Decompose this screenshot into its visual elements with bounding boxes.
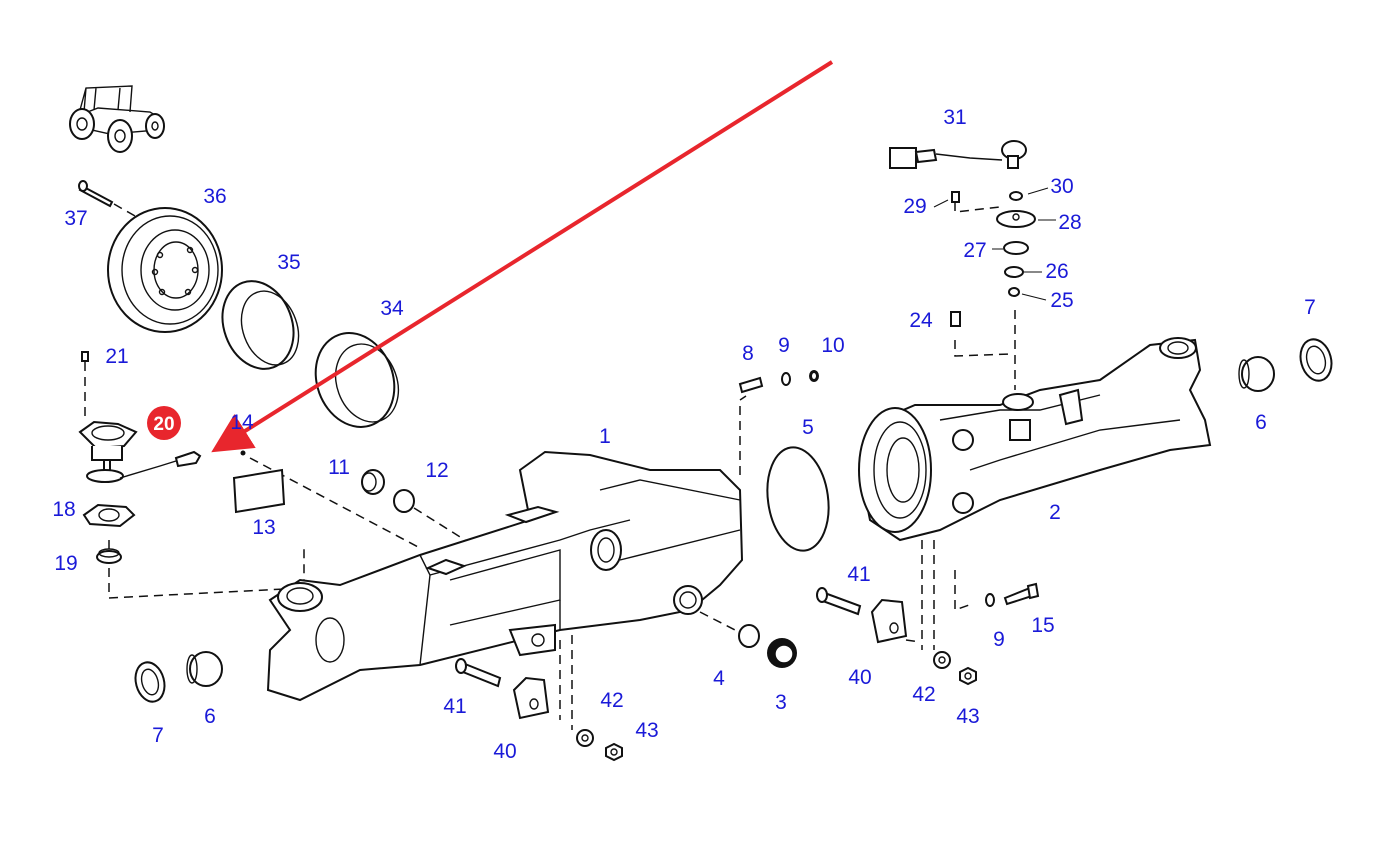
label-1[interactable]: 1 bbox=[599, 425, 611, 448]
label-2[interactable]: 2 bbox=[1049, 501, 1061, 524]
label-15[interactable]: 15 bbox=[1031, 614, 1054, 637]
part-41-pin-left bbox=[455, 658, 502, 688]
part-3-plug bbox=[767, 638, 797, 668]
label-42-left[interactable]: 42 bbox=[600, 689, 623, 712]
part-31-sensor-harness bbox=[889, 140, 1027, 169]
part-36-hub bbox=[107, 207, 223, 333]
part-28-plate bbox=[996, 210, 1036, 228]
label-37[interactable]: 37 bbox=[64, 207, 87, 230]
label-40-left[interactable]: 40 bbox=[493, 740, 516, 763]
part-21-screw bbox=[81, 351, 89, 420]
part-41-pin-right bbox=[816, 587, 862, 616]
label-25[interactable]: 25 bbox=[1050, 289, 1073, 312]
label-10[interactable]: 10 bbox=[821, 334, 844, 357]
label-18[interactable]: 18 bbox=[52, 498, 75, 521]
part-37-bolt bbox=[78, 180, 136, 217]
label-14[interactable]: 14 bbox=[230, 411, 254, 434]
label-26[interactable]: 26 bbox=[1045, 260, 1068, 283]
part-26-oring bbox=[1004, 266, 1024, 278]
label-31[interactable]: 31 bbox=[943, 106, 966, 129]
part-30-oring bbox=[1009, 191, 1023, 201]
label-40-right[interactable]: 40 bbox=[848, 666, 871, 689]
label-4[interactable]: 4 bbox=[713, 667, 725, 690]
highlight-badge-part-20[interactable]: 20 bbox=[147, 406, 181, 440]
part-43-nut-left bbox=[605, 742, 623, 762]
part-10-nut bbox=[809, 370, 819, 382]
label-34[interactable]: 34 bbox=[380, 297, 404, 320]
part-11-plug bbox=[361, 469, 385, 495]
label-29[interactable]: 29 bbox=[903, 195, 926, 218]
label-28[interactable]: 28 bbox=[1058, 211, 1081, 234]
part-8-stud bbox=[738, 376, 764, 394]
label-30[interactable]: 30 bbox=[1050, 175, 1073, 198]
part-29-screw bbox=[951, 191, 1001, 213]
label-8[interactable]: 8 bbox=[742, 342, 754, 365]
part-35-bushing bbox=[221, 280, 300, 370]
label-6-right[interactable]: 6 bbox=[1255, 411, 1267, 434]
label-36[interactable]: 36 bbox=[203, 185, 226, 208]
part-7-seal-left bbox=[134, 661, 166, 703]
part-13-plate bbox=[232, 468, 286, 514]
part-40-block-right bbox=[870, 598, 921, 644]
part-40-block-left bbox=[512, 676, 550, 720]
part-15-bolt bbox=[1003, 582, 1040, 606]
part-labels: 1 2 3 4 5 6 6 7 7 8 9 9 10 11 12 13 14 1… bbox=[52, 106, 1316, 763]
label-41-left[interactable]: 41 bbox=[443, 695, 466, 718]
part-7-seal-right bbox=[1299, 338, 1333, 382]
part-1-axle-housing bbox=[266, 450, 744, 702]
part-18-gasket bbox=[82, 503, 136, 528]
label-9-top[interactable]: 9 bbox=[778, 334, 790, 357]
label-9-right[interactable]: 9 bbox=[993, 628, 1005, 651]
part-5-oring bbox=[766, 446, 830, 552]
label-35[interactable]: 35 bbox=[277, 251, 300, 274]
part-6-bushing-right bbox=[1238, 356, 1275, 392]
label-19[interactable]: 19 bbox=[54, 552, 77, 575]
label-3[interactable]: 3 bbox=[775, 691, 787, 714]
part-24-breather bbox=[950, 311, 961, 327]
label-11[interactable]: 11 bbox=[328, 456, 350, 479]
part-20-sensor bbox=[78, 420, 202, 483]
part-42-washer-left bbox=[576, 729, 594, 747]
red-arrow-pointer bbox=[211, 60, 834, 453]
label-7-left[interactable]: 7 bbox=[152, 724, 164, 747]
label-43-right[interactable]: 43 bbox=[956, 705, 979, 728]
part-43-nut-right bbox=[959, 666, 977, 686]
label-12[interactable]: 12 bbox=[425, 459, 448, 482]
part-19-seal bbox=[96, 540, 305, 599]
part-34-bushing bbox=[314, 332, 400, 428]
label-13[interactable]: 13 bbox=[252, 516, 275, 539]
part-4-oring bbox=[738, 624, 760, 648]
part-6-bushing-left bbox=[186, 651, 223, 687]
label-24[interactable]: 24 bbox=[909, 309, 933, 332]
label-27[interactable]: 27 bbox=[963, 239, 986, 262]
part-9-washer-right bbox=[985, 593, 995, 607]
part-27-oring bbox=[1003, 241, 1029, 255]
part-12-oring bbox=[393, 489, 466, 541]
part-2-axle-housing bbox=[858, 337, 1212, 542]
badge-label-20: 20 bbox=[153, 414, 174, 435]
label-5[interactable]: 5 bbox=[802, 416, 814, 439]
label-41-right[interactable]: 41 bbox=[847, 563, 870, 586]
tractor-icon bbox=[69, 85, 165, 153]
label-7-right[interactable]: 7 bbox=[1304, 296, 1316, 319]
label-43-left[interactable]: 43 bbox=[635, 719, 658, 742]
part-9-washer bbox=[781, 372, 791, 386]
label-42-right[interactable]: 42 bbox=[912, 683, 935, 706]
part-25-fitting bbox=[1008, 287, 1020, 297]
label-21[interactable]: 21 bbox=[105, 345, 128, 368]
label-6-left[interactable]: 6 bbox=[204, 705, 216, 728]
part-42-washer-right bbox=[933, 651, 951, 669]
